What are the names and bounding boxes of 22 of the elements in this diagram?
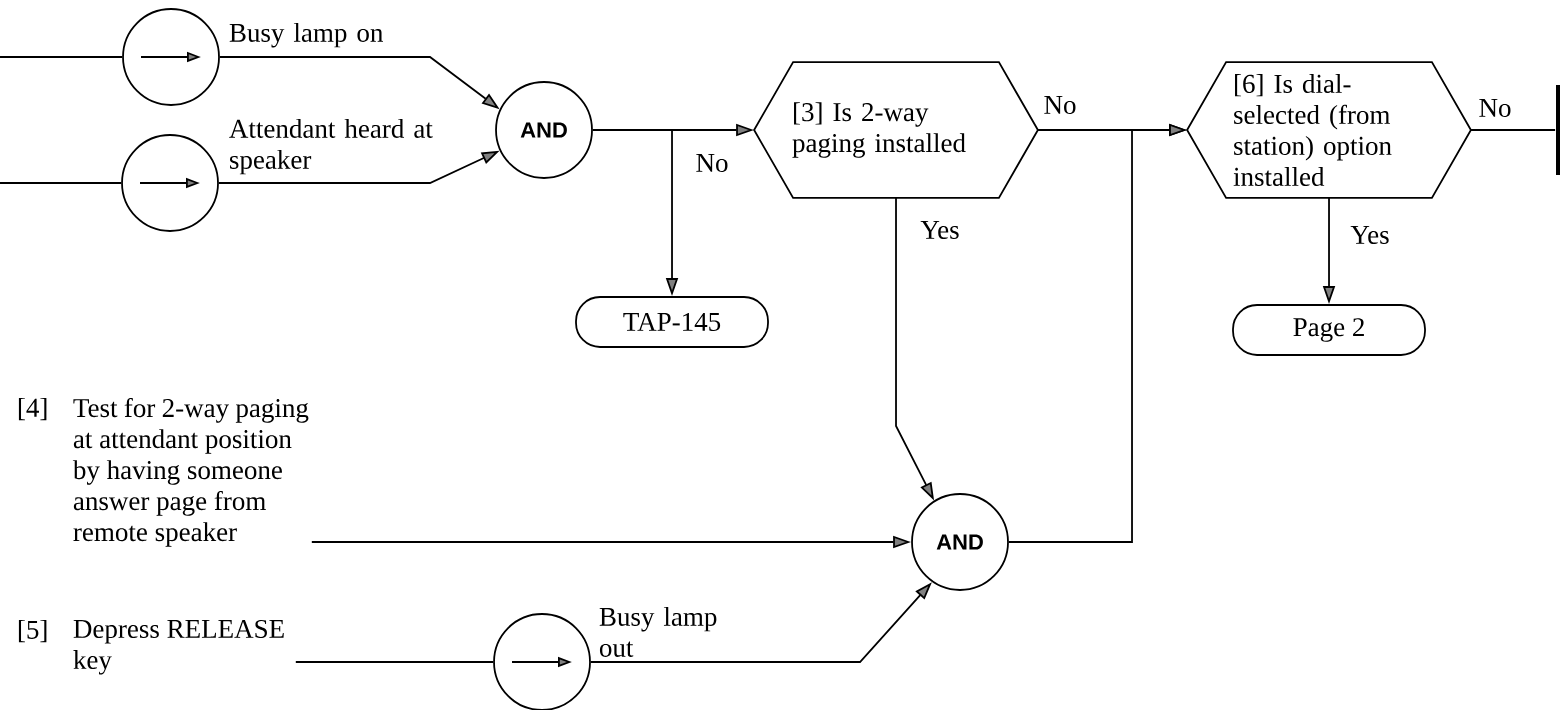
edge-label: Yes	[1348, 224, 1392, 246]
connector	[0, 56, 123, 58]
edge-label: No	[1476, 97, 1514, 119]
end-bar	[1556, 85, 1560, 175]
arrow-circle	[493, 613, 591, 710]
node-caption: Attendant heard at speaker	[229, 118, 433, 175]
connector	[0, 182, 122, 184]
node-caption: Busy lamp on	[229, 22, 383, 48]
decision-hexagon: [3] Is 2-way paging installed	[753, 61, 1039, 199]
edge-label: No	[693, 152, 731, 174]
decision-hexagon: [6] Is dial-selected (from station) option installed	[1186, 61, 1472, 199]
edge-label: No	[1041, 94, 1079, 116]
node-caption: Busy lamp out	[599, 606, 717, 657]
connector	[1470, 129, 1556, 131]
arrow-circle	[122, 8, 220, 106]
step-text: [4] Test for 2-way paging at attendant position by having someone answer page from remote speaker	[18, 397, 309, 547]
terminal-box: TAP-145	[575, 296, 769, 348]
step-text: [5] Depress RELEASE key	[18, 619, 284, 675]
connector	[294, 661, 494, 663]
arrow-circle	[121, 134, 219, 232]
terminal-box: Page 2	[1232, 304, 1426, 356]
edge-label: Yes	[918, 219, 962, 241]
